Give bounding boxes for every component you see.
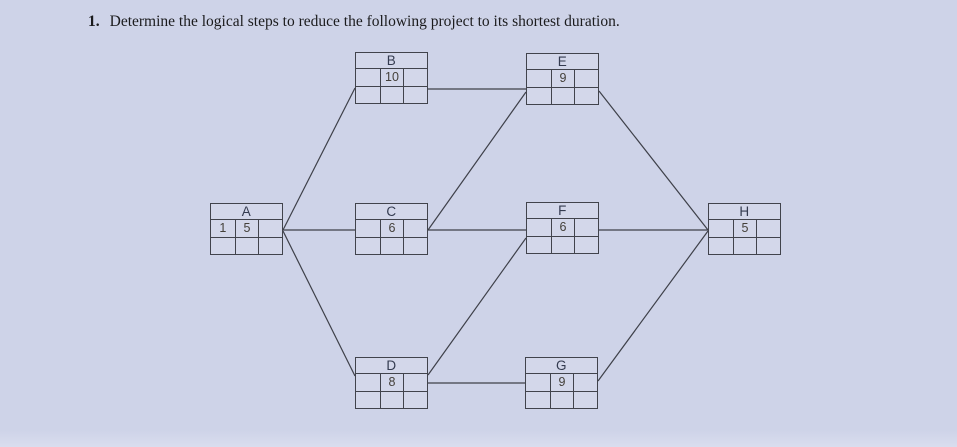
blank-cell: [527, 86, 551, 105]
left-cell: [527, 218, 551, 236]
blank-cell: [573, 390, 597, 408]
activity-node-F: F 6: [526, 202, 599, 254]
duration-cell: 5: [234, 219, 259, 237]
blank-cell: [732, 236, 757, 254]
left-cell: [526, 373, 550, 391]
activity-letter: H: [739, 204, 750, 219]
activity-letter: E: [557, 54, 568, 69]
blank-cell: [756, 236, 780, 254]
activity-letter: F: [558, 203, 567, 218]
activity-node-E: E 9: [526, 53, 599, 105]
question: 1. Determine the logical steps to reduce …: [88, 13, 620, 31]
duration-cell: 9: [550, 69, 575, 87]
edge-A-B: [282, 87, 356, 231]
blank-cell: [379, 390, 404, 408]
activity-letter: D: [386, 358, 397, 373]
right-cell: [574, 218, 598, 236]
blank-cell: [574, 235, 598, 253]
blank-cell: [550, 235, 575, 253]
duration-cell: 6: [550, 218, 575, 236]
blank-cell: [527, 235, 551, 254]
edge-A-D: [282, 230, 356, 377]
left-cell: [709, 219, 733, 237]
blank-cell: [549, 390, 574, 408]
right-cell: [574, 69, 598, 87]
edge-G-H: [597, 230, 709, 382]
question-number: 1.: [88, 13, 100, 30]
edge-E-H: [598, 90, 709, 231]
right-cell: [573, 373, 597, 391]
left-cell: [356, 373, 380, 391]
edge-C-E: [427, 91, 527, 231]
activity-node-A: A 1 5: [210, 203, 283, 255]
activity-node-B: B 10: [355, 52, 428, 104]
blank-cell: [258, 236, 282, 254]
activity-node-D: D 8: [355, 357, 428, 409]
blank-cell: [403, 390, 427, 408]
blank-cell: [356, 85, 380, 104]
duration-cell: 10: [379, 68, 404, 86]
edge-D-F: [427, 237, 527, 376]
duration-cell: 9: [549, 373, 574, 391]
blank-cell: [709, 236, 733, 255]
blank-cell: [211, 236, 235, 255]
left-cell: [356, 219, 380, 237]
left-cell: [356, 68, 380, 86]
duration-cell: 5: [732, 219, 757, 237]
right-cell: [756, 219, 780, 237]
blank-cell: [526, 390, 550, 409]
activity-letter: C: [386, 204, 397, 219]
right-cell: [403, 219, 427, 237]
blank-cell: [379, 85, 404, 103]
activity-letter: G: [555, 358, 567, 373]
activity-node-C: C 6: [355, 203, 428, 255]
blank-cell: [574, 86, 598, 104]
activity-letter: A: [241, 204, 252, 219]
activity-letter: B: [386, 53, 397, 68]
left-cell: 1: [211, 219, 235, 237]
question-text: Determine the logical steps to reduce th…: [109, 13, 620, 30]
blank-cell: [356, 236, 380, 255]
blank-cell: [403, 236, 427, 254]
duration-cell: 6: [379, 219, 404, 237]
blank-cell: [403, 85, 427, 103]
left-cell: [527, 69, 551, 87]
right-cell: [403, 373, 427, 391]
activity-node-G: G 9: [525, 357, 598, 409]
duration-cell: 8: [379, 373, 404, 391]
blank-cell: [379, 236, 404, 254]
blank-cell: [356, 390, 380, 409]
blank-cell: [234, 236, 259, 254]
right-cell: [403, 68, 427, 86]
activity-node-H: H 5: [708, 203, 781, 255]
right-cell: [258, 219, 282, 237]
blank-cell: [550, 86, 575, 104]
